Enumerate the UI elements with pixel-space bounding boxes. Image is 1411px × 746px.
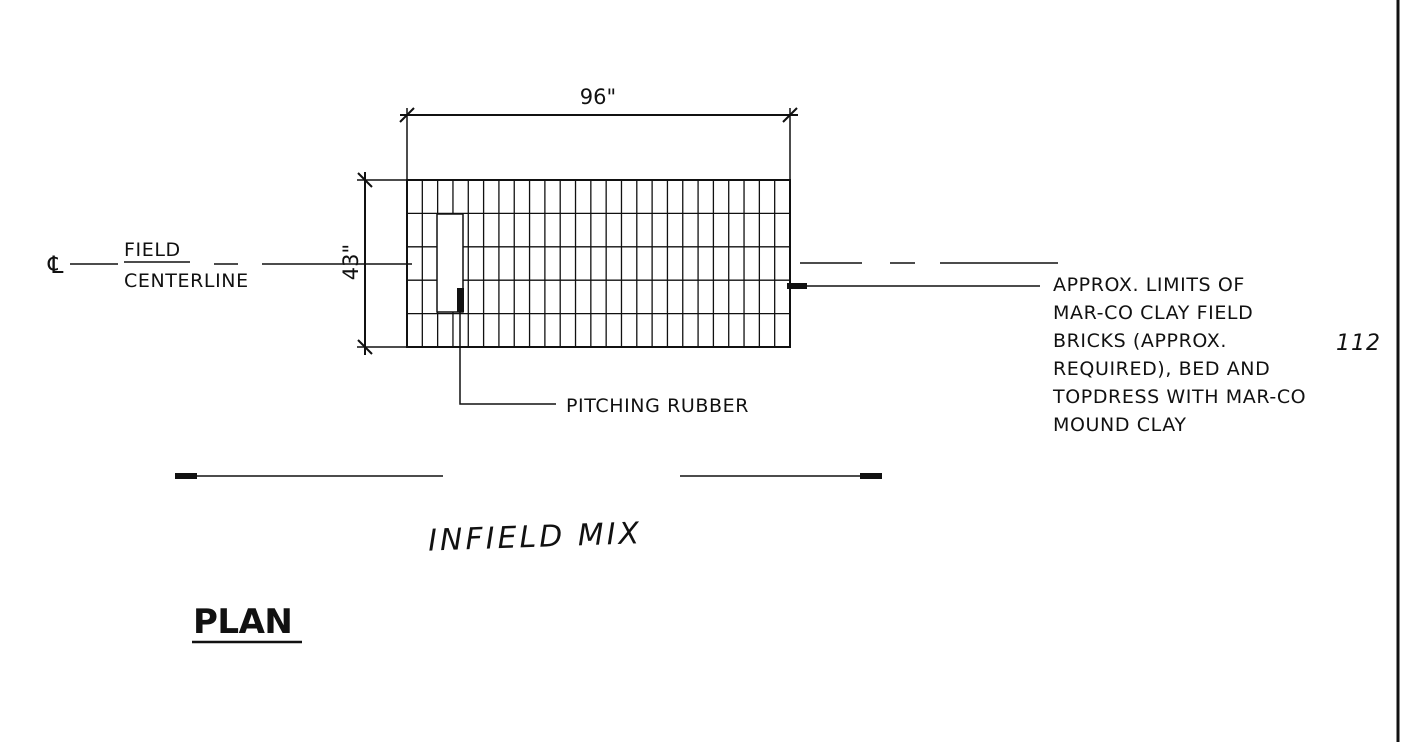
pitching-rubber-label: PITCHING RUBBER: [566, 395, 749, 417]
limits-note: APPROX. LIMITS OF MAR-CO CLAY FIELD BRIC…: [787, 274, 1306, 436]
limits-note-line-1: APPROX. LIMITS OF: [1053, 274, 1245, 296]
limits-note-line-4: REQUIRED), BED AND: [1053, 358, 1270, 380]
centerline-label-line2: CENTERLINE: [124, 270, 249, 292]
clay-brick-grid: [406, 179, 791, 348]
width-dimension: 96": [399, 85, 798, 180]
height-dimension-label: 43": [339, 244, 363, 280]
limits-note-line-6: MOUND CLAY: [1053, 414, 1187, 436]
pitching-rubber: PITCHING RUBBER: [436, 213, 749, 417]
plan-title-text: PLAN: [193, 602, 292, 642]
handwritten-count: 112: [1336, 331, 1381, 356]
field-centerline: ℄ FIELD CENTERLINE: [47, 239, 1058, 292]
centerline-symbol: ℄: [47, 251, 64, 279]
infield-lines: [175, 473, 882, 479]
plan-title: PLAN: [192, 602, 302, 644]
handwritten-infield-mix: INFIELD MIX: [428, 516, 643, 558]
limits-note-line-3: BRICKS (APPROX.: [1053, 330, 1227, 352]
width-dimension-label: 96": [580, 85, 616, 109]
brick-grid-outline: [406, 179, 791, 348]
limits-note-line-2: MAR-CO CLAY FIELD: [1053, 302, 1253, 324]
limits-note-line-5: TOPDRESS WITH MAR-CO: [1052, 386, 1306, 408]
centerline-label-line1: FIELD: [124, 239, 181, 261]
